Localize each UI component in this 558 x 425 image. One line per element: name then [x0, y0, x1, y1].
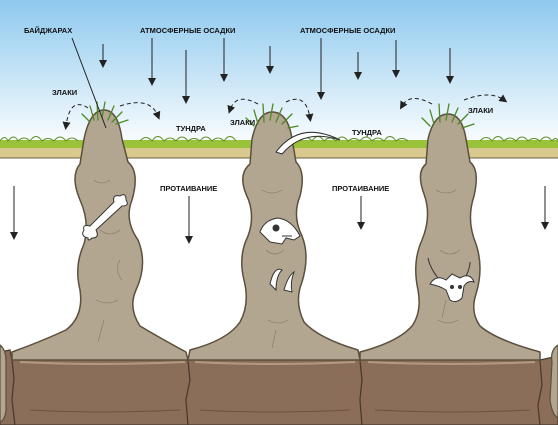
label-precip-left: АТМОСФЕРНЫЕ ОСАДКИ	[140, 26, 235, 35]
label-tundra-right: ТУНДРА	[352, 128, 382, 137]
label-thaw-right: ПРОТАИВАНИЕ	[332, 184, 389, 193]
label-precip-right: АТМОСФЕРНЫЕ ОСАДКИ	[300, 26, 395, 35]
label-grasses-left: ЗЛАКИ	[52, 88, 77, 97]
label-tundra-left: ТУНДРА	[176, 124, 206, 133]
bedrock-blocks	[0, 350, 558, 425]
label-grasses-right: ЗЛАКИ	[468, 106, 493, 115]
label-thaw-left: ПРОТАИВАНИЕ	[160, 184, 217, 193]
label-baydzharakh: БАЙДЖАРАХ	[24, 26, 72, 35]
label-grasses-middle: ЗЛАКИ	[230, 118, 255, 127]
